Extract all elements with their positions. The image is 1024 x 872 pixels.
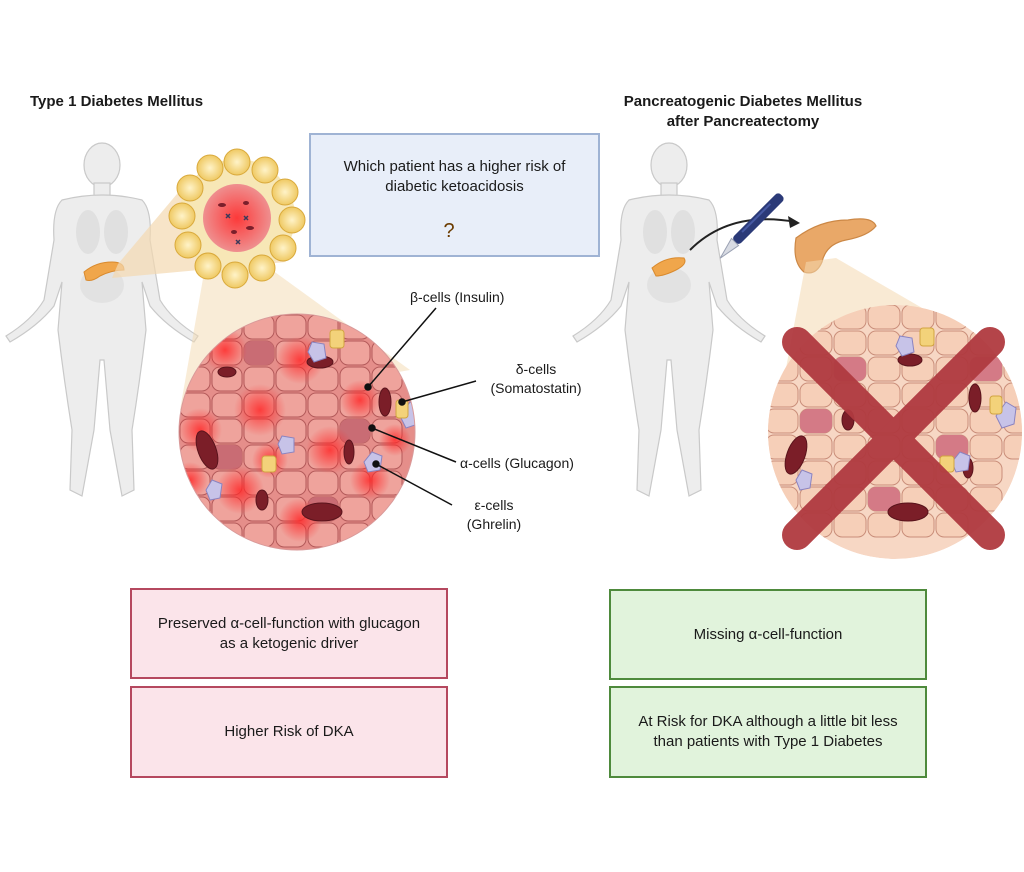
left-risk-box: Higher Risk of DKA bbox=[130, 686, 448, 778]
right-title-line1: Pancreatogenic Diabetes Mellitus bbox=[623, 93, 863, 110]
pancreas-cross-section bbox=[168, 148, 306, 289]
cell-leader-lines bbox=[364, 307, 477, 506]
left-risk-text: Higher Risk of DKA bbox=[224, 723, 354, 740]
scalpel-icon bbox=[719, 193, 784, 259]
human-body-right bbox=[572, 142, 766, 497]
epsilon-cells-label: ε-cells (Ghrelin) bbox=[452, 496, 536, 534]
left-function-text: Preserved α-cell-function with glucagon … bbox=[157, 614, 421, 652]
delta-cells-label: δ-cells (Somatostatin) bbox=[478, 360, 594, 398]
right-function-text: Missing α-cell-function bbox=[693, 625, 843, 643]
alpha-cells-label: α-cells (Glucagon) bbox=[460, 455, 574, 471]
extracted-pancreas bbox=[794, 218, 877, 274]
delta-cells-line1: δ-cells bbox=[515, 361, 557, 377]
delta-cells-line2: (Somatostatin) bbox=[490, 380, 582, 396]
beta-cells-label: β-cells (Insulin) bbox=[410, 289, 505, 305]
right-risk-box: At Risk for DKA although a little bit le… bbox=[609, 686, 927, 778]
islet-left-outline bbox=[178, 313, 416, 551]
body-organs-right bbox=[643, 210, 695, 303]
epsilon-cells-line2: (Ghrelin) bbox=[466, 516, 522, 532]
left-function-box: Preserved α-cell-function with glucagon … bbox=[130, 588, 448, 679]
epsilon-cells-line1: ε-cells bbox=[474, 497, 514, 513]
question-box: Which patient has a higher risk of diabe… bbox=[309, 133, 600, 257]
pancreas-right-in-body bbox=[651, 257, 686, 277]
right-panel-title: Pancreatogenic Diabetes Mellitus after P… bbox=[598, 92, 888, 132]
cross-mark-icon bbox=[782, 327, 1005, 550]
removal-arrow bbox=[689, 218, 797, 251]
human-body-left bbox=[5, 142, 199, 497]
left-panel-title: Type 1 Diabetes Mellitus bbox=[30, 93, 204, 110]
right-function-box: Missing α-cell-function bbox=[609, 589, 927, 680]
removal-arrow-head bbox=[788, 216, 800, 228]
question-mark-icon: ? bbox=[443, 220, 455, 242]
right-risk-text: At Risk for DKA although a little bit le… bbox=[638, 713, 898, 750]
right-title-line2: after Pancreatectomy bbox=[666, 113, 820, 130]
question-text: Which patient has a higher risk of diabe… bbox=[343, 158, 566, 195]
